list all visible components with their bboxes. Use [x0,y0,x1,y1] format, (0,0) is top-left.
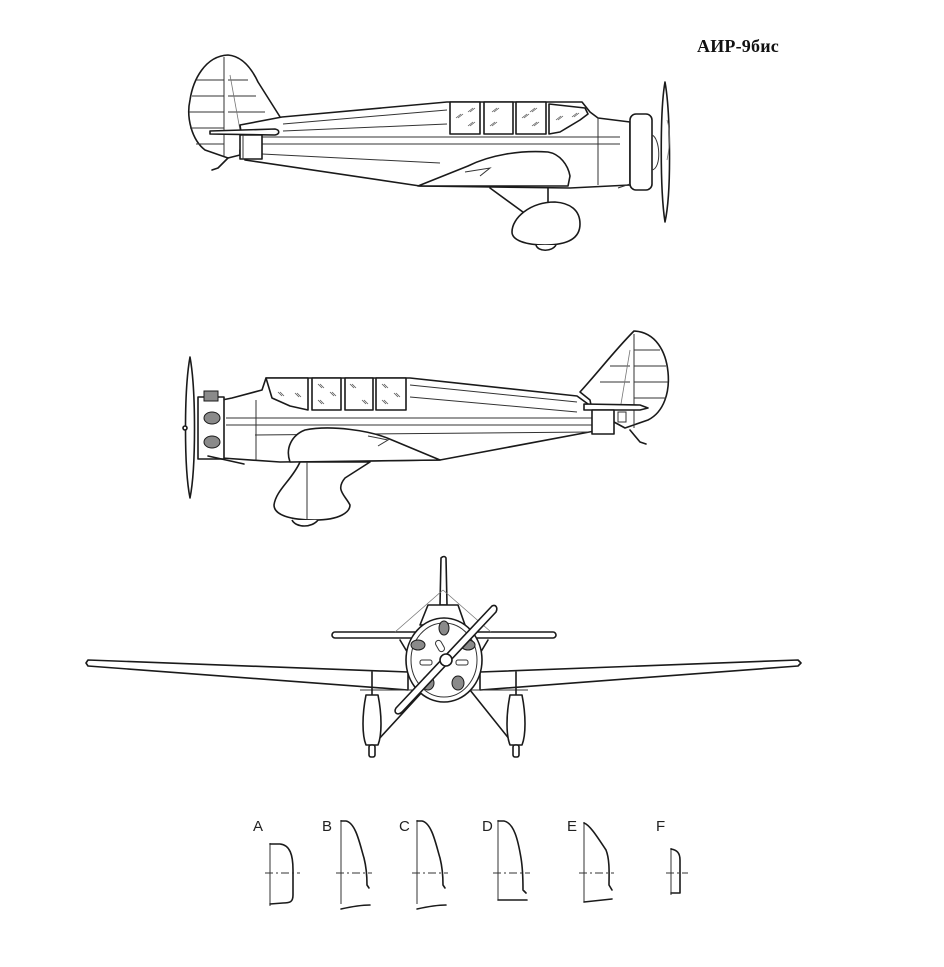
propeller [184,356,196,499]
wing-right [479,659,802,691]
propeller [660,81,671,223]
side-view-left [182,330,670,527]
wheel-spat [273,461,371,521]
engine-front [197,396,225,460]
front-view [85,555,802,758]
spinner [439,653,453,667]
section-label-b: B [322,818,332,835]
cross-sections: A B C D E F [253,818,688,910]
wheel-spat [511,201,581,246]
cowling [629,113,653,191]
section-label-f: F [656,818,665,835]
wheel-spat-left [362,694,382,746]
drawing-title: АИР-9бис [697,36,779,56]
wheel-spat-right [506,694,526,746]
section-label-a: A [253,818,263,835]
section-label-c: C [399,818,410,835]
wing-fairing [417,150,571,187]
side-view-right [188,54,671,252]
wing-left [85,659,409,691]
wing-fairing [287,427,441,463]
section-label-d: D [482,818,493,835]
fin [439,555,448,606]
section-label-e: E [567,818,577,835]
